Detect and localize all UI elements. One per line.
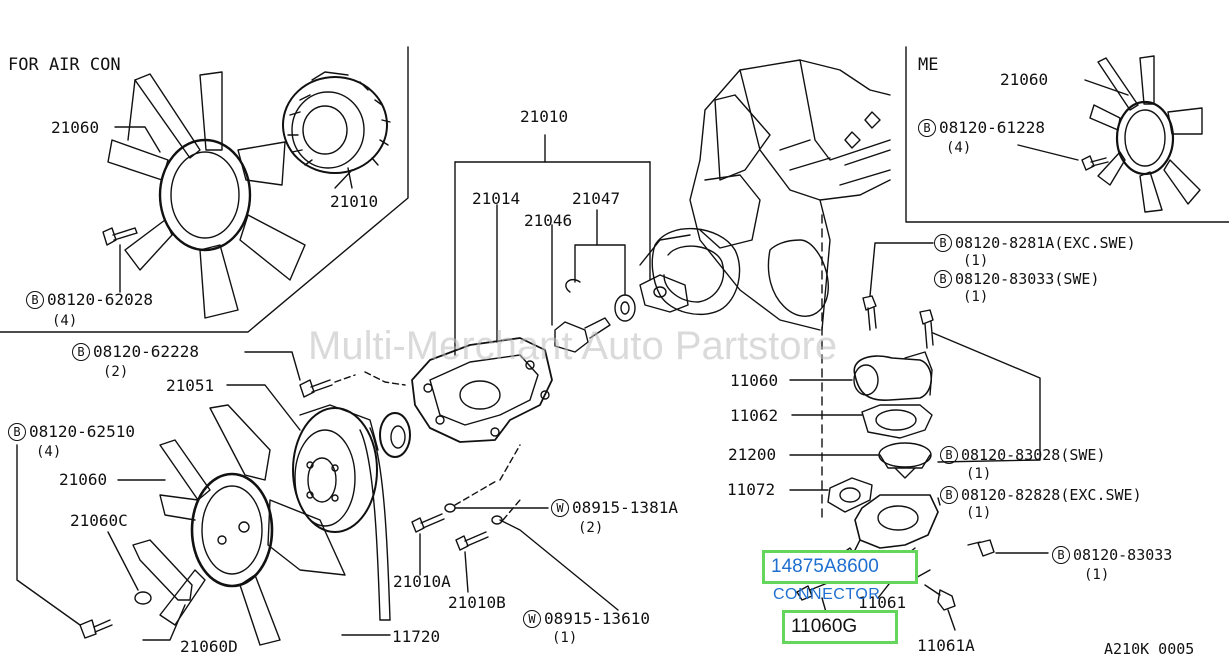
label-belt[interactable]: 11720 bbox=[392, 627, 441, 646]
label-fan-aircon[interactable]: 21060 bbox=[51, 118, 100, 137]
label-pump-seal[interactable]: 21047 bbox=[572, 189, 621, 208]
qty-bolt-82828: (1) bbox=[966, 505, 992, 521]
bolt-symbol-icon: B bbox=[1052, 546, 1070, 564]
pulley bbox=[292, 404, 379, 533]
water-outlet bbox=[789, 351, 933, 401]
label-pump-body[interactable]: 21014 bbox=[472, 189, 521, 208]
studs bbox=[411, 444, 619, 611]
belt bbox=[341, 427, 391, 636]
main-fan bbox=[159, 404, 346, 646]
aircon-coupling bbox=[282, 71, 391, 174]
label-fan-me[interactable]: 21060 bbox=[1000, 70, 1049, 89]
label-housing-bolt[interactable]: 11061 bbox=[858, 593, 907, 612]
label-outlet-gasket[interactable]: 11062 bbox=[730, 406, 779, 425]
washer-symbol-icon: W bbox=[523, 610, 541, 628]
qty-washer-13610: (1) bbox=[552, 630, 578, 646]
seal-ring bbox=[379, 412, 411, 458]
bolt-symbol-icon: B bbox=[934, 234, 952, 252]
highlight-housing-part[interactable]: 11060G bbox=[782, 610, 898, 644]
leader-pulley bbox=[226, 384, 301, 431]
outlet-gasket bbox=[791, 404, 933, 439]
label-pulley[interactable]: 21051 bbox=[166, 376, 215, 395]
label-fan-spacer[interactable]: 21060C bbox=[70, 511, 128, 530]
qty-bolt-me: (4) bbox=[946, 140, 972, 156]
label-fan-main[interactable]: 21060 bbox=[59, 470, 108, 489]
aircon-bolt bbox=[102, 227, 138, 293]
washer-symbol-icon: W bbox=[551, 499, 569, 517]
bolt-symbol-icon: B bbox=[72, 343, 90, 361]
leader-coupling bbox=[334, 169, 353, 189]
connector-name: CONNECTOR bbox=[773, 586, 881, 603]
me-bolt bbox=[1017, 79, 1129, 171]
watermark: Multi-Merchant Auto Partstore bbox=[308, 324, 838, 368]
label-fan-bracket[interactable]: 21060D bbox=[180, 637, 238, 656]
pump-leaders bbox=[454, 134, 651, 356]
label-pump-asm[interactable]: 21010 bbox=[520, 107, 569, 126]
bolt-symbol-icon: B bbox=[26, 291, 44, 309]
bolt-symbol-icon: B bbox=[918, 119, 936, 137]
pump-bolt bbox=[244, 351, 406, 398]
label-outlet[interactable]: 11060 bbox=[730, 371, 779, 390]
bolt-symbol-icon: B bbox=[940, 446, 958, 464]
aircon-inset-frame bbox=[0, 46, 409, 333]
me-inset-frame bbox=[905, 46, 1229, 223]
water-pump bbox=[411, 337, 553, 443]
bolt-symbol-icon: B bbox=[934, 270, 952, 288]
leader-spacer bbox=[107, 531, 139, 591]
label-housing-gasket[interactable]: 11072 bbox=[727, 480, 776, 499]
label-coupling-aircon[interactable]: 21010 bbox=[330, 192, 379, 211]
label-stud-b[interactable]: 21010B bbox=[448, 593, 506, 612]
label-housing-bolt-a[interactable]: 11061A bbox=[917, 636, 975, 655]
thermostat bbox=[789, 442, 932, 479]
diagram-code: A210K 0005 bbox=[1104, 640, 1195, 658]
qty-washer-1381a: (2) bbox=[578, 520, 604, 536]
fan-bolt bbox=[16, 444, 113, 639]
qty-bolt-8281a: (1) bbox=[963, 253, 989, 269]
qty-bolt-83033: (1) bbox=[1084, 567, 1110, 583]
me-fan bbox=[1089, 55, 1203, 213]
aircon-fan bbox=[107, 71, 306, 319]
engine-block bbox=[639, 59, 891, 331]
inset-title-me: ME bbox=[918, 55, 939, 75]
label-stud-a[interactable]: 21010A bbox=[393, 572, 451, 591]
bolt-symbol-icon: B bbox=[8, 423, 26, 441]
highlight-connector-part[interactable]: 14875A8600 bbox=[762, 550, 918, 584]
housing-gasket bbox=[789, 477, 873, 513]
inset-title-aircon: FOR AIR CON bbox=[8, 55, 121, 75]
label-pump-shaft[interactable]: 21046 bbox=[524, 211, 573, 230]
label-thermostat[interactable]: 21200 bbox=[728, 445, 777, 464]
leader-aircon-fan bbox=[114, 126, 161, 153]
qty-bolt-83028: (1) bbox=[966, 466, 992, 482]
bolt-symbol-icon: B bbox=[940, 486, 958, 504]
fan-bracket bbox=[132, 539, 193, 641]
qty-bolt-62510: (4) bbox=[36, 444, 62, 460]
qty-bolt-62228: (2) bbox=[103, 364, 129, 380]
qty-bolt-83033-swe: (1) bbox=[963, 289, 989, 305]
qty-bolt-aircon: (4) bbox=[52, 313, 78, 329]
